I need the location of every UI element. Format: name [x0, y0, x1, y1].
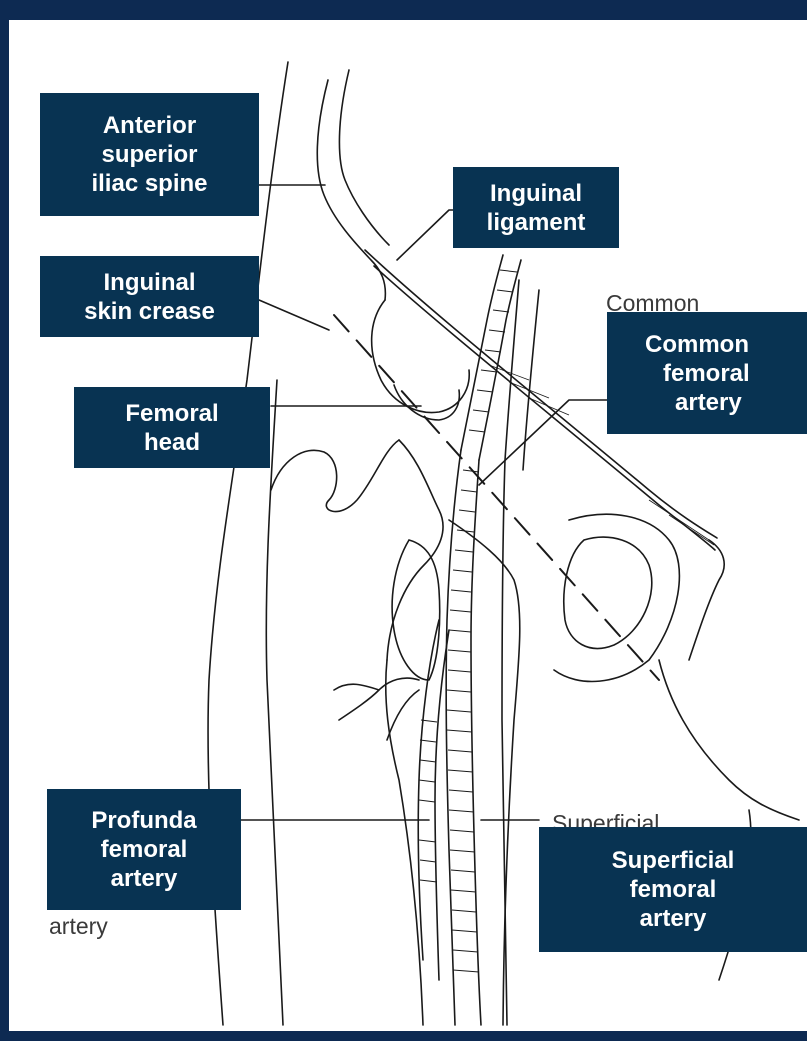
label-line: iliac spine [40, 169, 259, 198]
vein-right [523, 290, 539, 470]
label-line: Inguinal [453, 179, 619, 208]
label-line: Femoral [74, 399, 270, 428]
label-femoral-head: Femoral head [74, 387, 270, 468]
pubic-edge [689, 540, 724, 660]
vein-left [502, 280, 519, 1025]
label-inguinal-ligament: Inguinal ligament [453, 167, 619, 248]
label-superficial-femoral-artery: Superficial femoral artery [539, 827, 807, 952]
thigh-outline-left-inner [266, 380, 283, 1025]
femoral-head [394, 385, 459, 420]
artery-trunk-left [446, 450, 461, 1025]
label-line: skin crease [40, 297, 259, 326]
label-line: ligament [453, 208, 619, 237]
label-line: superior [40, 140, 259, 169]
label-profunda-femoral-artery: Profunda femoral artery [47, 789, 241, 910]
skin-crease-leader [259, 300, 329, 330]
femur-medial [449, 520, 520, 1025]
pubic-bone [554, 514, 679, 681]
label-anterior-superior-iliac-spine: Anterior superior iliac spine [40, 93, 259, 216]
common-femoral-leader [479, 400, 607, 485]
label-inguinal-skin-crease: Inguinal skin crease [40, 256, 259, 337]
iliopsoas [392, 540, 440, 680]
lesser-trochanter [386, 660, 423, 1025]
label-line: Superficial [539, 846, 807, 875]
label-line: artery [47, 864, 241, 893]
profunda-branch-left [418, 620, 439, 960]
pubic-outline [659, 660, 799, 820]
label-line: Profunda [47, 806, 241, 835]
label-line: artery [645, 388, 742, 417]
illustration-canvas: Common Superficial artery Anterior super… [9, 20, 807, 1031]
label-line: femoral [47, 835, 241, 864]
obturator-foramen [564, 537, 652, 648]
circumflex-branches [334, 678, 419, 740]
artery-trunk-right [471, 460, 481, 1025]
label-line: Anterior [40, 111, 259, 140]
label-line: artery [539, 904, 807, 933]
label-line: head [74, 428, 270, 457]
label-line: Inguinal [40, 268, 259, 297]
greater-trochanter [271, 440, 399, 512]
label-common-femoral-artery: Common femoral artery [607, 312, 807, 434]
acetabulum [372, 300, 470, 413]
label-line: femoral [539, 875, 807, 904]
iliac-crest-inner [339, 70, 389, 245]
label-line: femoral [645, 359, 750, 388]
femur-neck [387, 440, 443, 660]
ghost-text-artery: artery [49, 913, 108, 940]
label-line: Common [645, 330, 749, 359]
